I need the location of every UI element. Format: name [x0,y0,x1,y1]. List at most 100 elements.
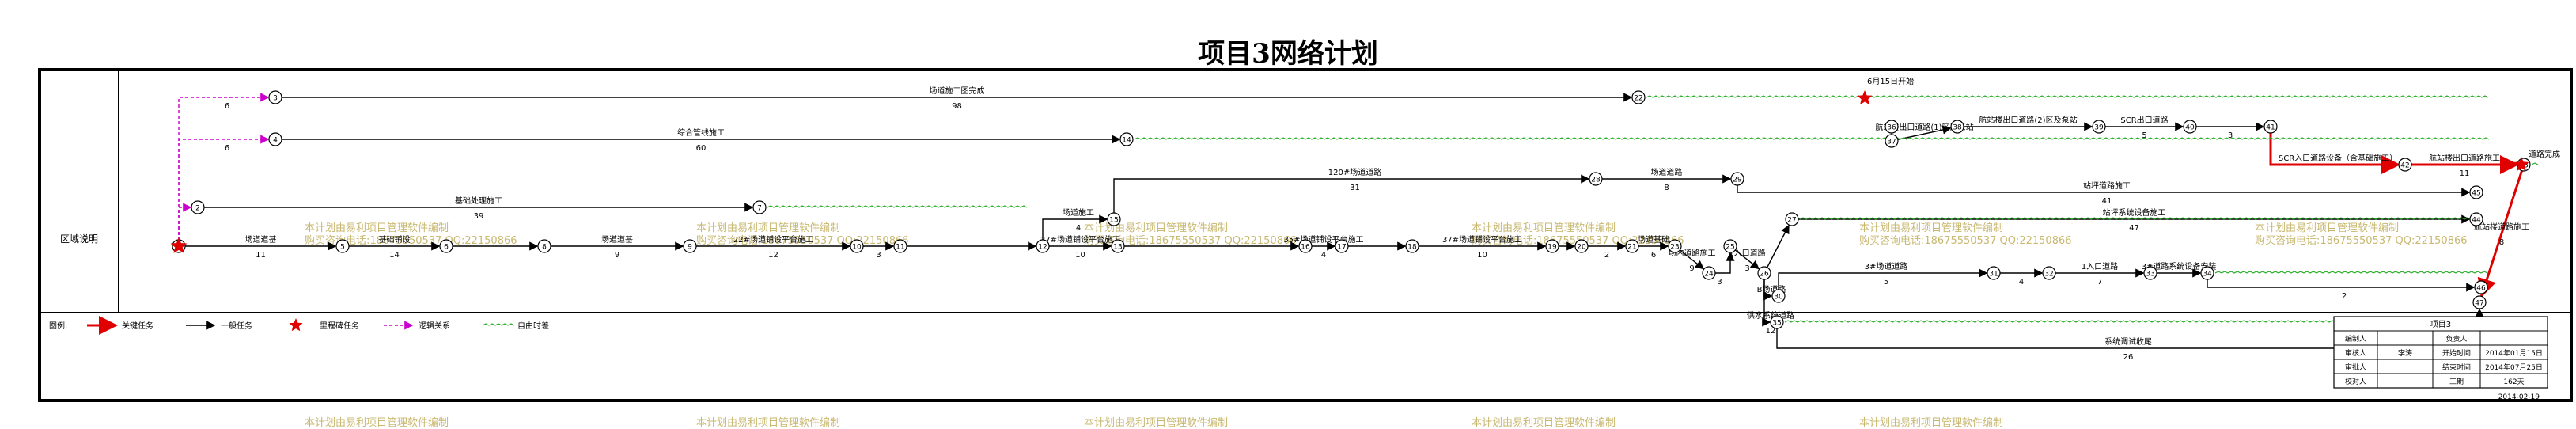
activity-name-label: 3#道路系统设备安装 [2142,261,2217,271]
info-table-cell: 162天 [2503,378,2524,386]
activity-duration-label: 14 [389,251,400,260]
event-node-circle [1111,239,1125,253]
event-node-number: 15 [1109,217,1118,225]
activity-duration-label: 4 [2019,278,2024,287]
watermark-text: 购买咨询电话:18675550537 QQ:22150866 [1859,234,2072,247]
milestone-star-icon [289,318,303,332]
start-annotation: 6月15日开始 [1867,76,1914,86]
activity-duration-label: 6 [1651,251,1656,260]
event-node-circle [1119,132,1134,146]
event-node-circle [1757,266,1771,280]
event-node-number: 25 [1726,244,1734,252]
activity-arrow [1042,214,1108,246]
activity-labels: 6场道施工图完成986综合管线施工60基础处理施工39场道道基11基础铺设14场… [225,85,2529,362]
activity-name-label: 22#场道铺设平台施工 [733,234,813,245]
event-node-number: 8 [542,244,547,252]
activity-duration-label: 11 [256,251,266,260]
event-node-circle [1730,172,1744,186]
activity-duration-label: 3 [1744,264,1749,273]
activity-name-label: 站坪道路施工 [2083,180,2131,191]
event-node-number: 16 [1301,244,1310,252]
activity-duration-label: 98 [952,102,962,111]
activity-duration-label: 31 [1350,184,1360,192]
activity-name-label: 航站楼出口道路(2)区及泵站 [1979,115,2077,125]
event-node-number: 23 [1670,244,1679,252]
activity-duration-label: 8 [1664,184,1669,192]
event-node-number: 13 [1113,244,1122,252]
info-table-cell: 结束时间 [2442,363,2471,372]
activity-duration-label: 41 [2102,197,2112,206]
legend-item-label: 一般任务 [221,321,252,331]
event-node-number: 32 [2044,271,2053,279]
event-node-number: 17 [1337,244,1346,252]
milestone-star-icon [170,237,188,253]
activity-name-label: 场道施工图完成 [930,85,985,96]
event-node-circle [1545,239,1559,253]
activity-name-label: 120#场道道路 [1328,167,1381,177]
event-node-circle [2469,185,2483,199]
event-node-number: 24 [1704,271,1714,279]
activity-name-label: 基础铺设 [379,234,411,245]
event-node-circle [2092,120,2106,134]
watermark-text: 本计划由易利项目管理软件编制 [2255,222,2399,234]
event-node-number: 11 [896,244,904,252]
event-node-number: 2 [195,205,200,213]
watermark-text: 本计划由易利项目管理软件编制 [1472,222,1616,234]
event-node-circle [1987,266,2001,280]
activity-duration-label: 2 [1604,251,1609,260]
event-node-number: 18 [1407,244,1417,252]
watermark-text: 本计划由易利项目管理软件编制 [305,417,449,429]
legend-item-label: 里程碑任务 [320,321,359,331]
free-float-line [2214,271,2488,274]
activity-name-label: 综合管线施工 [677,127,725,138]
activity-duration-label: 8 [2499,238,2504,247]
activity-arrow [178,203,192,246]
activity-duration-label: 7 [2097,278,2102,287]
event-node-circle [2469,212,2483,226]
activity-duration-label: 26 [2123,353,2134,362]
activity-name-label: 场道道路 [1651,167,1683,177]
event-node-circle [268,90,282,104]
event-node-number: 38 [1953,124,1962,132]
page-title: 项目3网络计划 [1198,38,1378,70]
activity-name-label: 场道施工 [1063,207,1094,218]
activity-name-label: 场道道基 [601,234,633,245]
activity-arrow [1113,174,1590,219]
watermark-text: 购买咨询电话:18675550537 QQ:22150866 [1084,234,1297,247]
event-node-number: 22 [1634,95,1642,103]
activity-arrow [178,135,270,246]
event-node-circle [1668,239,1682,253]
event-node-number: 42 [2400,162,2409,170]
event-node-circle [2143,266,2157,280]
info-table-header: 项目3 [2430,320,2451,329]
event-node-circle [1589,172,1603,186]
event-node-circle [2472,295,2487,309]
activity-duration-label: 6 [225,102,229,111]
watermark-text: 本计划由易利项目管理软件编制 [1084,417,1228,429]
event-node-number: 45 [2472,190,2480,198]
milestone-star-icon [1857,90,1873,105]
activity-duration-label: 10 [1477,251,1487,260]
event-node-number: 31 [1989,271,1998,279]
event-node-number: 34 [2203,271,2212,279]
event-node-circle [537,239,551,253]
info-table-cell: 编制人 [2345,334,2366,344]
event-node-circle [1298,239,1313,253]
activity-duration-label: 3 [2228,131,2233,140]
info-table-cell: 开始时间 [2442,348,2471,358]
event-node-number: 10 [852,244,862,252]
activity-duration-label: 60 [696,144,707,153]
activity-duration-label: 3 [876,251,881,260]
event-node-circle [683,239,697,253]
activity-name-label: 37#场道铺设平台施工 [1442,234,1522,245]
activity-duration-label: 12 [768,251,778,260]
event-node-number: 35 [1772,320,1781,328]
watermark-text: 本计划由易利项目管理软件编制 [1859,417,2003,429]
event-node-number: 29 [1733,177,1742,184]
finish-annotation: 道路完成 [2529,149,2560,159]
info-table-cell: 2014年01月15日 [2485,348,2543,358]
event-node-number: 46 [2476,285,2486,293]
watermark-text: 本计划由易利项目管理软件编制 [1084,222,1228,234]
event-node-number: 6 [444,244,449,252]
activity-duration-label: 5 [1884,278,1888,287]
